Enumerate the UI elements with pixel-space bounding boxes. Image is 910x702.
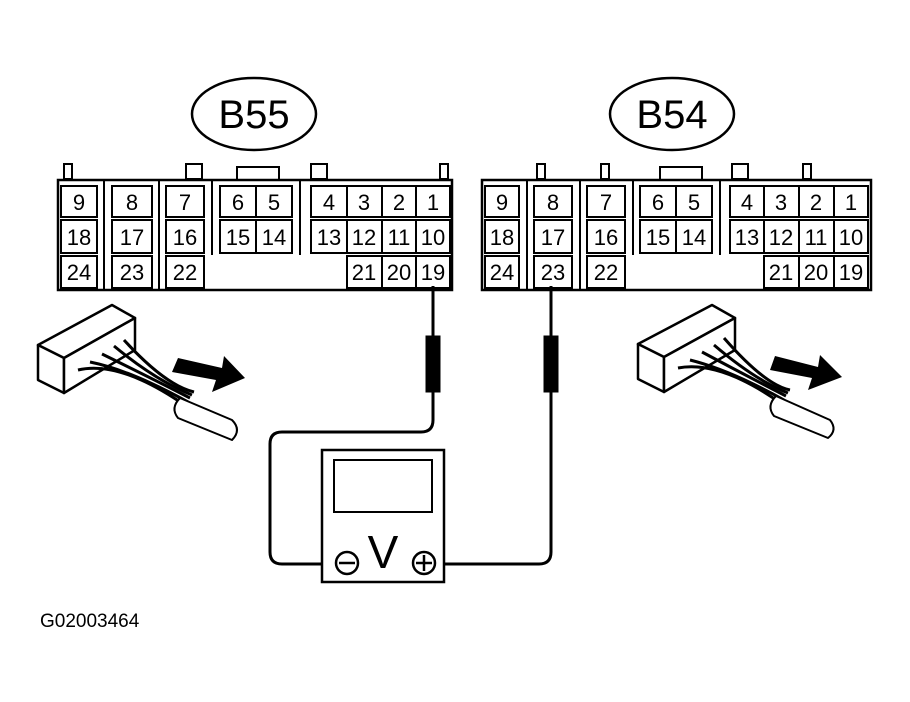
pin-b54-6: 6 xyxy=(652,190,664,215)
pin-b55-20: 20 xyxy=(387,260,411,285)
pin-b55-21: 21 xyxy=(352,260,376,285)
pin-b55-5: 5 xyxy=(268,190,280,215)
pin-b54-14: 14 xyxy=(682,225,706,250)
pin-b55-17: 17 xyxy=(120,225,144,250)
connector-b54-pins: 9 8 7 6 5 4 3 2 1 18 17 16 15 14 13 12 1… xyxy=(490,190,863,285)
connector-label-b55-text: B55 xyxy=(218,93,289,137)
pin-b54-19: 19 xyxy=(839,260,863,285)
pin-b55-19: 19 xyxy=(421,260,445,285)
pin-b54-2: 2 xyxy=(810,190,822,215)
pin-b54-9: 9 xyxy=(496,190,508,215)
pin-b55-11: 11 xyxy=(388,225,411,250)
pin-b55-23: 23 xyxy=(120,260,144,285)
voltmeter-symbol: V xyxy=(368,526,399,578)
positive-test-lead xyxy=(436,286,559,566)
pin-b55-6: 6 xyxy=(232,190,244,215)
pin-b54-8: 8 xyxy=(547,190,559,215)
pin-b54-24: 24 xyxy=(490,260,514,285)
pin-b55-22: 22 xyxy=(173,260,197,285)
pin-b54-3: 3 xyxy=(775,190,787,215)
pin-b54-11: 11 xyxy=(805,225,828,250)
pin-b55-3: 3 xyxy=(358,190,370,215)
pin-b54-15: 15 xyxy=(646,225,670,250)
pin-b55-16: 16 xyxy=(173,225,197,250)
pin-b54-4: 4 xyxy=(741,190,753,215)
pin-b54-7: 7 xyxy=(600,190,612,215)
pin-b55-12: 12 xyxy=(352,225,376,250)
voltmeter-display xyxy=(333,459,433,513)
connector-b55-pins: 9 8 7 6 5 4 3 2 1 18 17 16 15 14 13 12 1… xyxy=(67,190,445,285)
pin-b55-14: 14 xyxy=(262,225,286,250)
pin-b55-18: 18 xyxy=(67,225,91,250)
pin-b54-20: 20 xyxy=(804,260,828,285)
pin-b54-13: 13 xyxy=(735,225,759,250)
pin-b54-21: 21 xyxy=(769,260,793,285)
pin-b55-4: 4 xyxy=(323,190,335,215)
negative-terminal-icon xyxy=(334,550,360,576)
pin-b54-10: 10 xyxy=(839,225,863,250)
positive-terminal-icon xyxy=(411,550,437,576)
pin-b54-22: 22 xyxy=(594,260,618,285)
connector-b55 xyxy=(56,163,454,292)
pin-b55-15: 15 xyxy=(226,225,250,250)
pin-b55-7: 7 xyxy=(179,190,191,215)
pin-b54-23: 23 xyxy=(541,260,565,285)
pin-b54-18: 18 xyxy=(490,225,514,250)
harness-connector-icon xyxy=(636,303,835,439)
pin-b54-12: 12 xyxy=(769,225,793,250)
test-probe-icon xyxy=(425,335,441,393)
connector-label-b54-text: B54 xyxy=(636,93,707,137)
pin-b55-10: 10 xyxy=(421,225,445,250)
insert-arrow-icon xyxy=(172,356,245,392)
negative-test-lead xyxy=(268,286,441,566)
test-probe-icon xyxy=(543,335,559,393)
pin-b55-13: 13 xyxy=(317,225,341,250)
pin-b55-2: 2 xyxy=(393,190,405,215)
pin-b54-1: 1 xyxy=(845,190,857,215)
pin-b55-8: 8 xyxy=(126,190,138,215)
pin-b54-16: 16 xyxy=(594,225,618,250)
connector-b54 xyxy=(480,163,873,292)
pin-b55-24: 24 xyxy=(67,260,91,285)
pin-b55-9: 9 xyxy=(73,190,85,215)
pin-b55-1: 1 xyxy=(427,190,439,215)
figure-code: G02003464 xyxy=(40,611,140,632)
pin-b54-17: 17 xyxy=(541,225,565,250)
pin-b54-5: 5 xyxy=(688,190,700,215)
connector-label-b54: B54 xyxy=(608,76,736,152)
harness-connector-icon xyxy=(36,303,238,441)
connector-label-b55: B55 xyxy=(190,76,318,152)
insert-arrow-icon xyxy=(770,355,842,390)
voltmeter-icon: V xyxy=(320,448,446,584)
